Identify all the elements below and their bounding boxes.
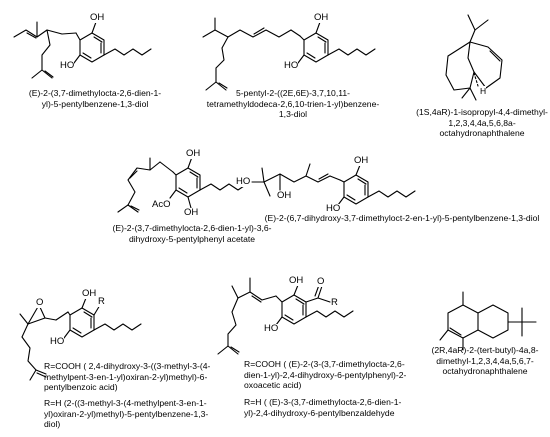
compound-5-oh-top: OH (354, 155, 369, 166)
compound-3-name: (1S,4aR)-1-isopropyl-4,4-dimethyl-1,2,3,… (416, 107, 548, 138)
compound-7-o: O (317, 276, 325, 287)
compound-4-oh-top: OH (186, 148, 201, 159)
compound-7-name-b: R=H ( (E)-3-(3,7-dimethylocta-2,6-dien-1… (244, 397, 402, 418)
compound-5-ho-left: HO (236, 176, 251, 187)
compound-1-name: (E)-2-(3,7-dimethylocta-2,6-dien-1-yl)-5… (28, 88, 162, 109)
compound-6-name-a: R=COOH ( 2,4-dihydroxy-3-((3-methyl-3-(4… (44, 361, 211, 392)
compound-1-oh-bottom: HO (60, 60, 75, 71)
compound-2-oh-bottom: HO (284, 60, 299, 71)
compound-7-name-a: R=COOH ( (E)-2-(3-(3,7-dimethylocta-2,6-… (244, 359, 407, 390)
compound-4-aco: AcO (152, 199, 171, 210)
compound-3-h: H (480, 86, 487, 96)
compound-6-r: R (98, 296, 105, 307)
compound-4-name: (E)-2-(3,7-dimethylocta-2,6-dien-1-yl)-3… (112, 223, 272, 244)
compound-5-oh-bottom: HO (326, 203, 341, 214)
compound-1-oh-top: OH (90, 12, 105, 23)
compound-6-o: O (36, 297, 44, 308)
compound-6-name-b: R=H (2-((3-methyl-3-(4-methylpent-3-en-1… (44, 398, 209, 429)
compound-5-name: (E)-2-(6,7-dihydroxy-3,7-dimethyloct-2-e… (264, 213, 540, 223)
compound-6-oh-top: OH (82, 288, 97, 299)
compound-7-oh-top: OH (289, 275, 304, 286)
compound-7-r: R (331, 297, 338, 308)
compound-8-name: (2R,4aR)-2-(tert-butyl)-4a,8-dimethyl-1,… (431, 345, 539, 376)
compound-6-oh-bottom: HO (50, 336, 65, 347)
compound-7-oh-bottom: HO (264, 323, 279, 334)
compound-4-oh-bottom: OH (184, 207, 199, 218)
compound-2-oh-top: OH (314, 12, 329, 23)
compound-2-name: 5-pentyl-2-((2E,6E)-3,7,10,11-tetramethy… (206, 88, 380, 119)
compound-5-oh-mid: OH (277, 190, 292, 201)
